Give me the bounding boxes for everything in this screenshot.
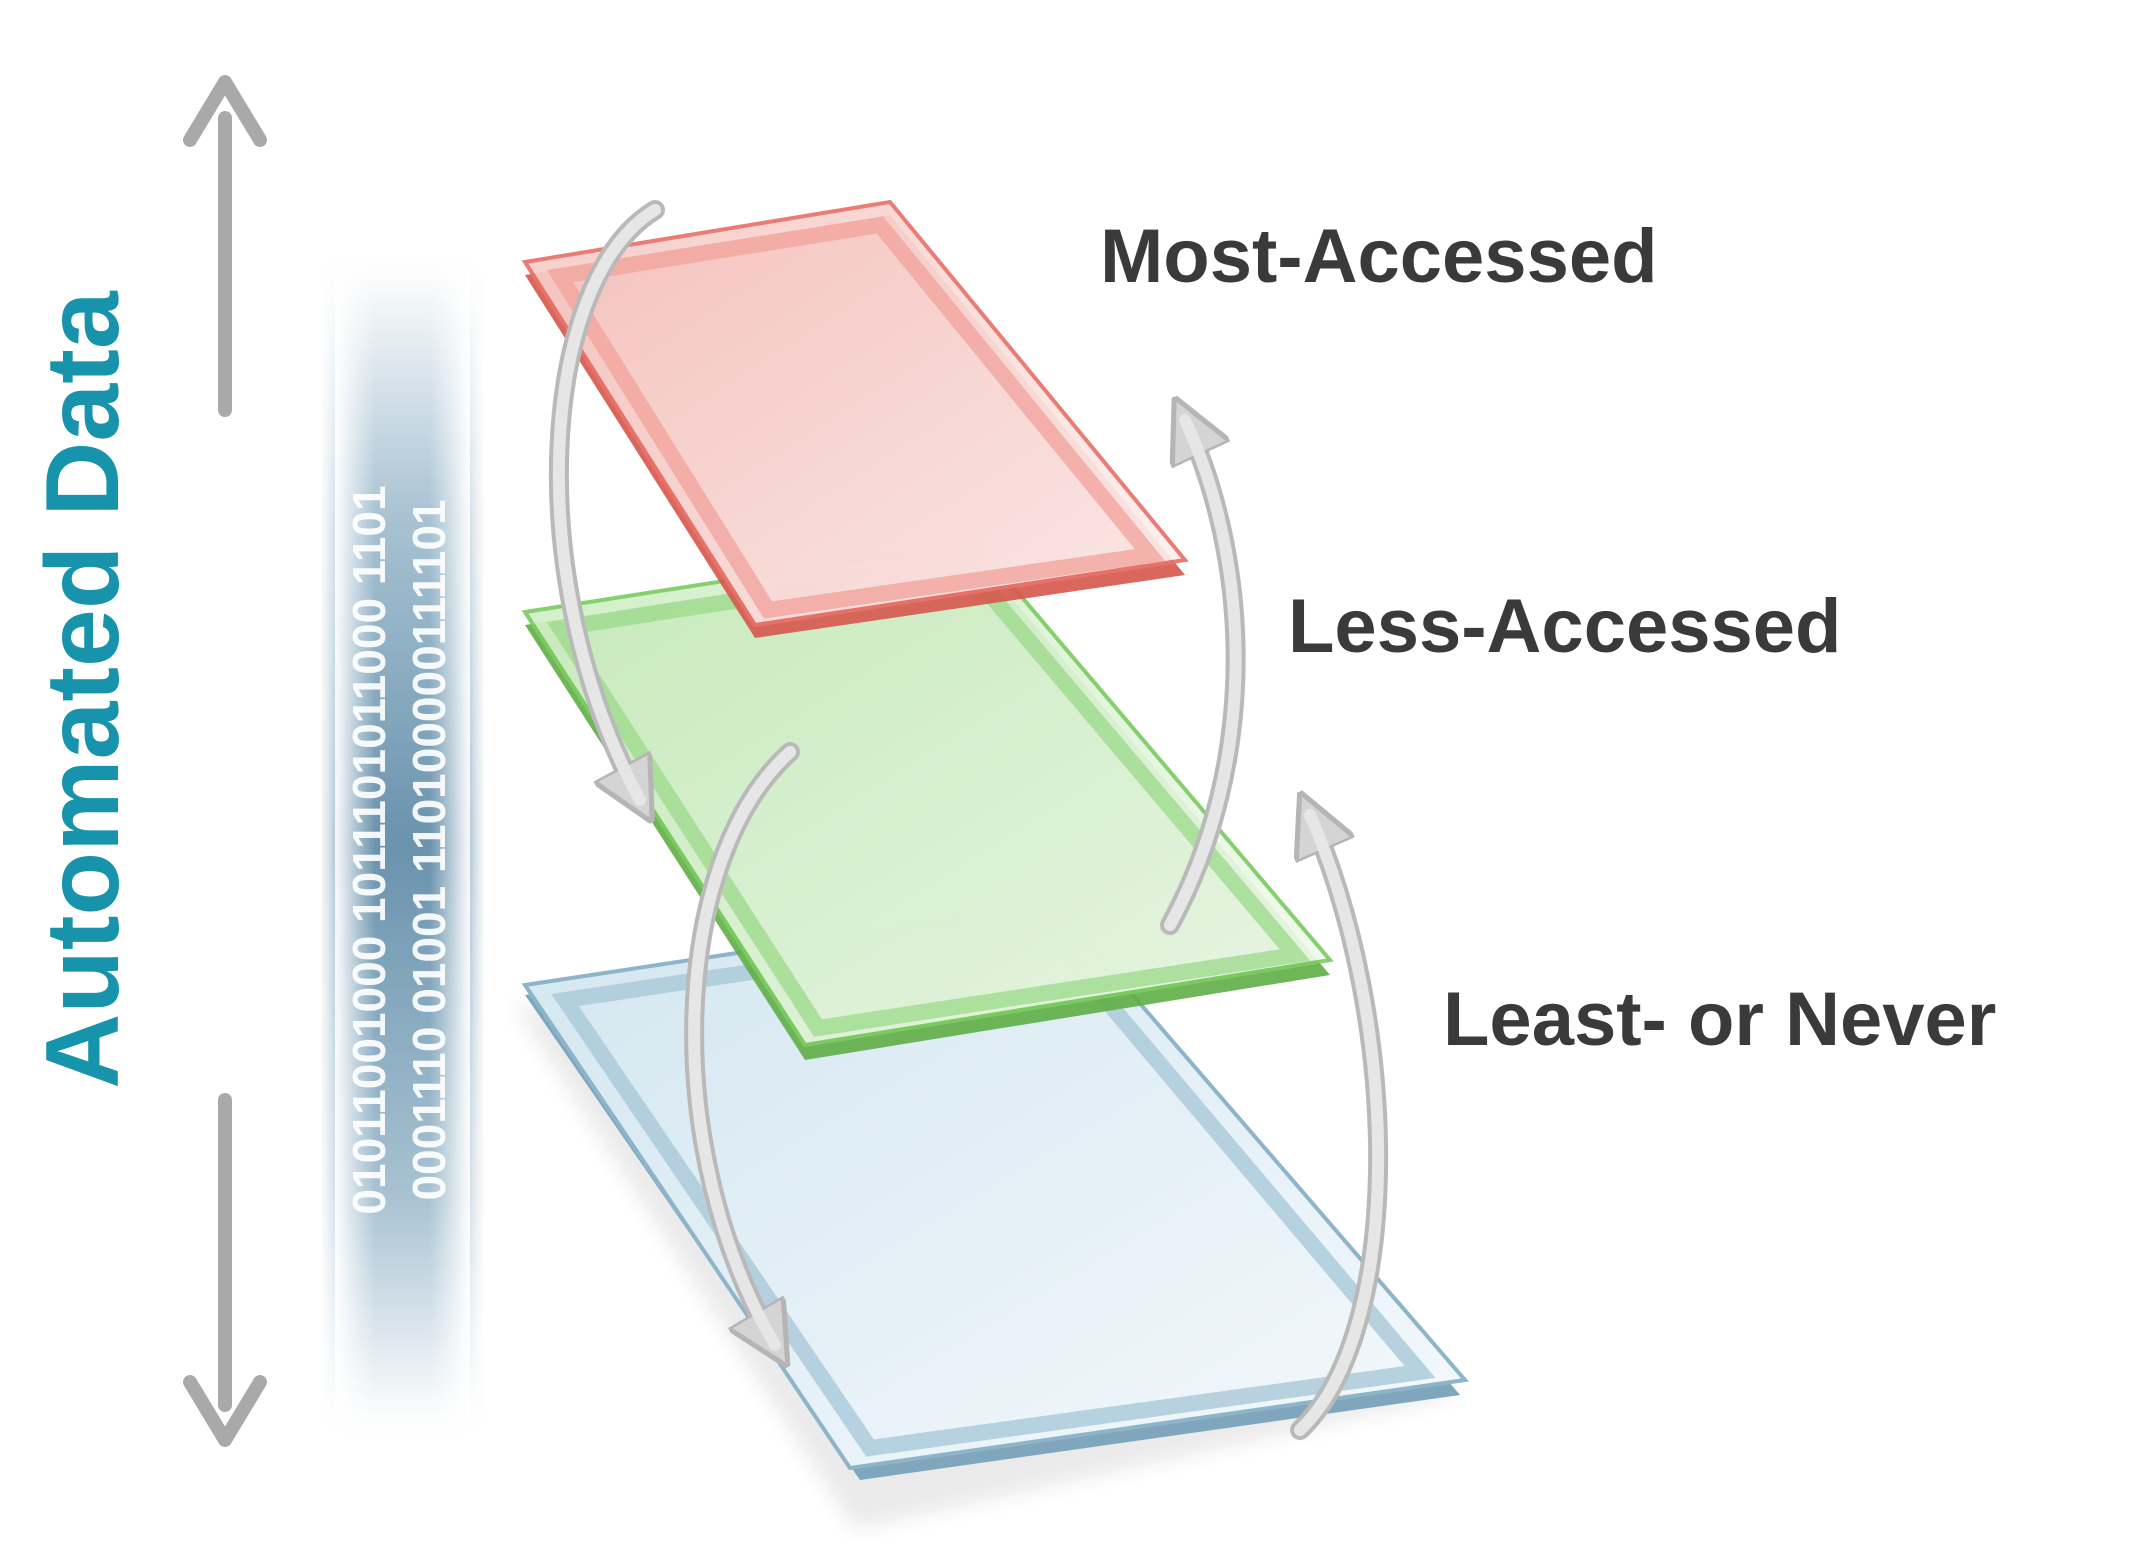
double-headed-vertical-arrow-icon <box>183 75 267 1447</box>
tier-label-less: Less-Accessed <box>1288 584 1841 669</box>
tier-layer-less <box>521 539 1334 1060</box>
binary-column-2: 0001110 01001 110100000111101 <box>403 499 455 1200</box>
diagram-title: Automated Data <box>25 290 141 1089</box>
tier-label-least: Least- or Never <box>1443 977 1996 1062</box>
tier-label-most: Most-Accessed <box>1100 214 1658 299</box>
curved-transfer-arrow-icon <box>549 200 1389 1440</box>
binary-column-1: 01011001000 1011101011000 1101 <box>343 485 395 1214</box>
tier-layer-most <box>521 199 1189 638</box>
binary-data-stream: 01011001000 1011101011000 1101 0001110 0… <box>335 265 470 1425</box>
